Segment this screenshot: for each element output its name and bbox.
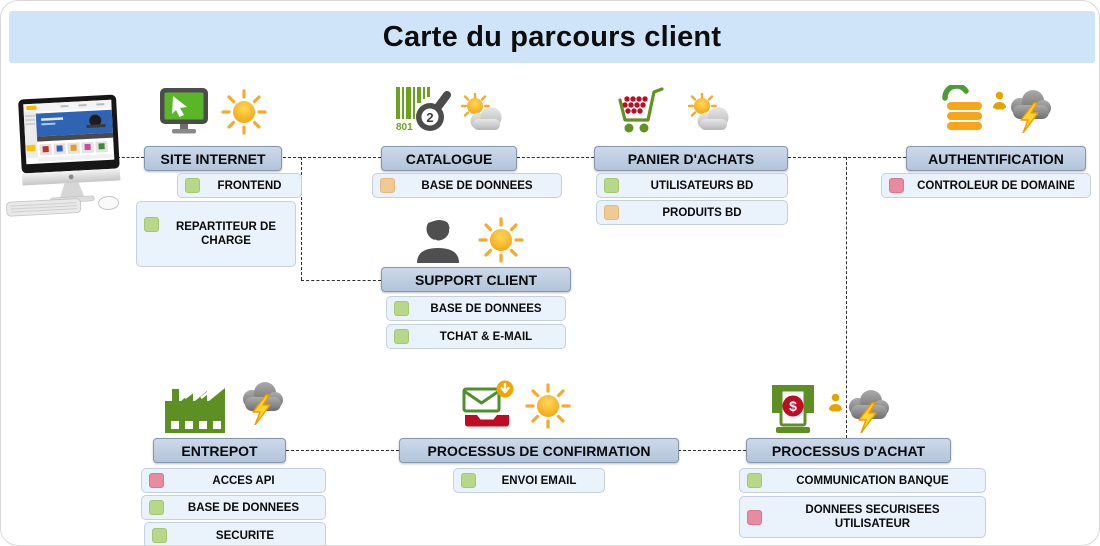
node-label: PANIER D'ACHATS bbox=[627, 150, 755, 167]
child-label: BASE DE DONNEES bbox=[187, 501, 300, 514]
connector-site-support-horizontal bbox=[301, 280, 381, 281]
child-base-de-donnees-support[interactable]: BASE DE DONNEES bbox=[386, 296, 566, 321]
child-base-de-donnees-catalogue[interactable]: BASE DE DONNEES bbox=[372, 173, 562, 198]
node-header-site-internet[interactable]: SITE INTERNET bbox=[144, 146, 282, 171]
status-square bbox=[152, 528, 167, 543]
open-padlock-icon bbox=[931, 85, 989, 133]
atm-money-icon: $ bbox=[766, 383, 820, 433]
support-agent-icon bbox=[411, 213, 465, 263]
shopping-cart-icon bbox=[613, 87, 667, 135]
status-square bbox=[889, 178, 904, 193]
child-label: COMMUNICATION BANQUE bbox=[796, 474, 949, 487]
connector-panier-authentification bbox=[788, 157, 906, 158]
sun-icon bbox=[221, 89, 267, 135]
connector-computer-site bbox=[117, 157, 144, 158]
child-label: DONNEES SECURISEES UTILISATEUR bbox=[805, 503, 940, 530]
status-square bbox=[394, 301, 409, 316]
child-envoi-email[interactable]: ENVOI EMAIL bbox=[453, 468, 605, 493]
node-label: ENTREPOT bbox=[181, 442, 258, 459]
storm-icon bbox=[238, 379, 286, 425]
node-header-entrepot[interactable]: ENTREPOT bbox=[153, 438, 286, 463]
user-mini-icon bbox=[828, 393, 843, 412]
node-header-processus-achat[interactable]: PROCESSUS D'ACHAT bbox=[746, 438, 951, 463]
node-header-authentification[interactable]: AUTHENTIFICATION bbox=[906, 146, 1086, 171]
barcode-number: 801 bbox=[396, 122, 413, 133]
node-label: PROCESSUS DE CONFIRMATION bbox=[427, 442, 651, 459]
child-label: SECURITE bbox=[215, 529, 275, 542]
child-repartiteur-de-charge[interactable]: REPARTITEUR DE CHARGE bbox=[136, 201, 296, 267]
child-label: PRODUITS BD bbox=[662, 206, 742, 219]
svg-text:$: $ bbox=[789, 398, 797, 414]
factory-icon bbox=[161, 377, 229, 435]
child-label: FRONTEND bbox=[217, 179, 282, 192]
child-label: BASE DE DONNEES bbox=[430, 302, 542, 315]
child-securite[interactable]: SECURITE bbox=[144, 522, 326, 545]
child-label: CONTROLEUR DE DOMAINE bbox=[917, 179, 1075, 192]
connector-site-support-vertical bbox=[301, 157, 302, 280]
status-square bbox=[747, 473, 762, 488]
partly-cloudy-icon bbox=[458, 93, 506, 131]
storm-icon bbox=[844, 387, 892, 433]
status-square bbox=[149, 500, 164, 515]
child-label: UTILISATEURS BD bbox=[650, 179, 754, 192]
child-label: REPARTITEUR DE CHARGE bbox=[175, 220, 277, 247]
sun-icon bbox=[525, 383, 571, 429]
status-square bbox=[747, 510, 762, 525]
monitor-cursor-icon bbox=[159, 87, 209, 135]
status-square bbox=[144, 217, 159, 232]
connector-site-catalogue bbox=[283, 157, 381, 158]
child-utilisateurs-bd[interactable]: UTILISATEURS BD bbox=[596, 173, 788, 198]
status-square bbox=[394, 329, 409, 344]
barcode-search-icon: 801 2 bbox=[394, 85, 452, 137]
child-donnees-securisees-utilisateur[interactable]: DONNEES SECURISEES UTILISATEUR bbox=[739, 496, 986, 538]
child-communication-banque[interactable]: COMMUNICATION BANQUE bbox=[739, 468, 986, 493]
sun-icon bbox=[478, 217, 524, 263]
child-label: TCHAT & E-MAIL bbox=[439, 330, 533, 343]
connector-panier-processus-achat-vertical bbox=[846, 157, 847, 438]
child-controleur-de-domaine[interactable]: CONTROLEUR DE DOMAINE bbox=[881, 173, 1091, 198]
node-label: PROCESSUS D'ACHAT bbox=[771, 442, 926, 459]
connector-catalogue-panier bbox=[517, 157, 594, 158]
child-frontend[interactable]: FRONTEND bbox=[177, 173, 302, 198]
page-title: Carte du parcours client bbox=[382, 20, 722, 53]
storm-icon bbox=[1006, 87, 1054, 133]
status-square bbox=[380, 178, 395, 193]
node-header-panier-achats[interactable]: PANIER D'ACHATS bbox=[594, 146, 788, 171]
title-banner: Carte du parcours client bbox=[9, 11, 1095, 63]
child-acces-api[interactable]: ACCES API bbox=[141, 468, 326, 493]
status-square bbox=[604, 205, 619, 220]
magnifier-number: 2 bbox=[426, 110, 433, 125]
child-label: BASE DE DONNEES bbox=[421, 179, 533, 192]
node-header-catalogue[interactable]: CATALOGUE bbox=[381, 146, 517, 171]
child-label: ENVOI EMAIL bbox=[501, 474, 577, 487]
email-download-icon bbox=[459, 379, 517, 429]
connector-confirmation-achat bbox=[678, 450, 746, 451]
child-tchat-email[interactable]: TCHAT & E-MAIL bbox=[386, 324, 566, 349]
node-header-processus-confirmation[interactable]: PROCESSUS DE CONFIRMATION bbox=[399, 438, 679, 463]
status-square bbox=[461, 473, 476, 488]
child-base-de-donnees-entrepot[interactable]: BASE DE DONNEES bbox=[141, 495, 326, 520]
node-label: CATALOGUE bbox=[405, 150, 493, 167]
partly-cloudy-icon bbox=[685, 93, 733, 131]
node-label: SUPPORT CLIENT bbox=[414, 271, 538, 288]
node-label: AUTHENTIFICATION bbox=[928, 150, 1064, 167]
child-produits-bd[interactable]: PRODUITS BD bbox=[596, 200, 788, 225]
user-mini-icon bbox=[992, 91, 1007, 110]
status-square bbox=[149, 473, 164, 488]
node-header-support-client[interactable]: SUPPORT CLIENT bbox=[381, 267, 571, 292]
status-square bbox=[185, 178, 200, 193]
child-label: ACCES API bbox=[212, 474, 275, 487]
status-square bbox=[604, 178, 619, 193]
imac-photo bbox=[3, 93, 135, 217]
node-label: SITE INTERNET bbox=[160, 150, 266, 167]
connector-entrepot-confirmation bbox=[286, 450, 399, 451]
